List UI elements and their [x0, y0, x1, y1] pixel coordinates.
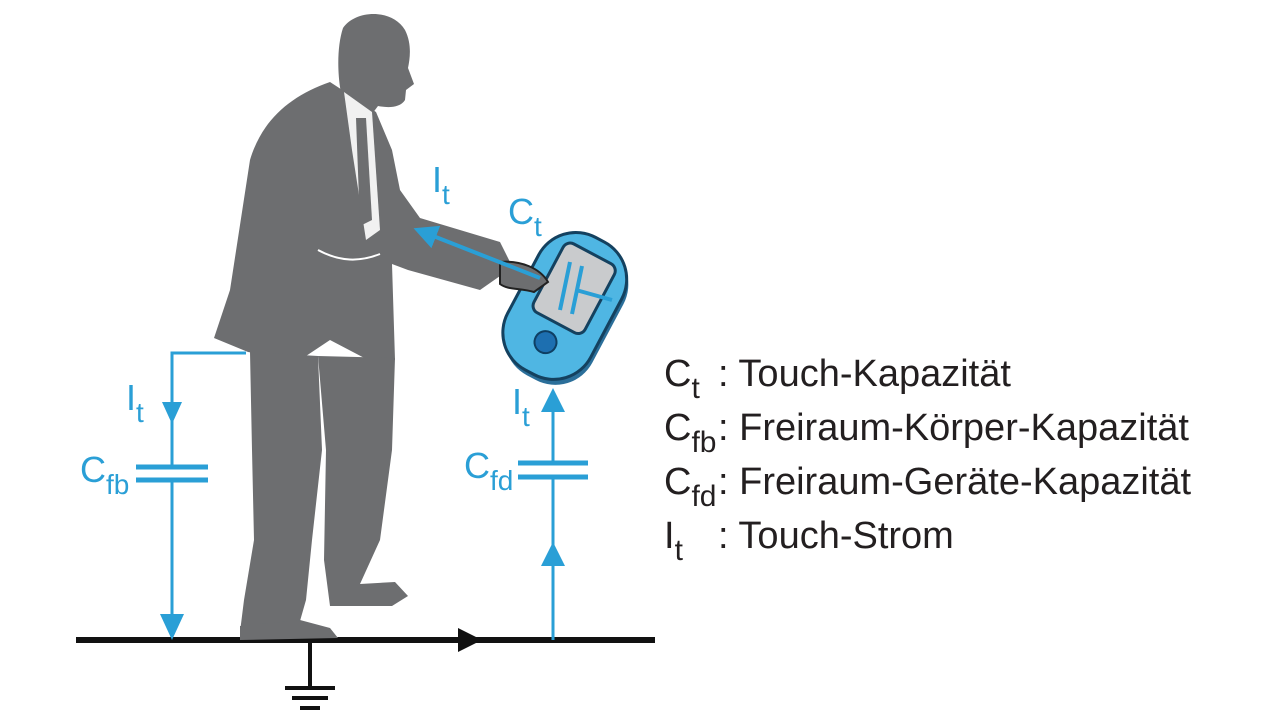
legend-row: Cfb [664, 407, 716, 459]
legend-row: Ct [664, 353, 700, 405]
touch-current-arrow [413, 225, 541, 280]
label-ct-device: Ct [508, 191, 542, 242]
legend-row-text: : Touch-Kapazität [718, 353, 1011, 395]
cfb-capacitor-icon [136, 464, 208, 483]
cfd-capacitor-icon [518, 460, 588, 480]
label-cfb: Cfb [80, 449, 129, 500]
legend-row-text: : Touch-Strom [718, 515, 954, 557]
label-it-right: It [512, 381, 530, 432]
legend-row: Cfd [664, 461, 716, 513]
label-cfd: Cfd [464, 445, 513, 496]
legend-row: It [664, 515, 684, 567]
hand [499, 260, 550, 294]
label-it-left: It [126, 377, 144, 428]
device-current-arrow-upper-icon [541, 388, 565, 412]
cfb-ground-arrow-icon [160, 614, 184, 640]
legend-row-text: : Freiraum-Geräte-Kapazität [718, 461, 1191, 503]
touch-device-icon [501, 230, 629, 385]
ground-symbol-icon [285, 642, 335, 710]
touch-capacitor-icon [558, 261, 613, 315]
tie [356, 118, 372, 226]
jacket-fold [317, 249, 381, 261]
body-ground-wire [170, 351, 246, 468]
legend-row-text: : Freiraum-Körper-Kapazität [718, 407, 1189, 449]
label-it-arm: It [432, 159, 450, 210]
legend: Ct : Touch-Kapazität Cfb : Freiraum-Körp… [664, 353, 1191, 567]
ground-direction-arrow [458, 628, 482, 652]
body-current-arrow-icon [162, 402, 182, 424]
device-current-arrow-lower-icon [541, 542, 565, 566]
